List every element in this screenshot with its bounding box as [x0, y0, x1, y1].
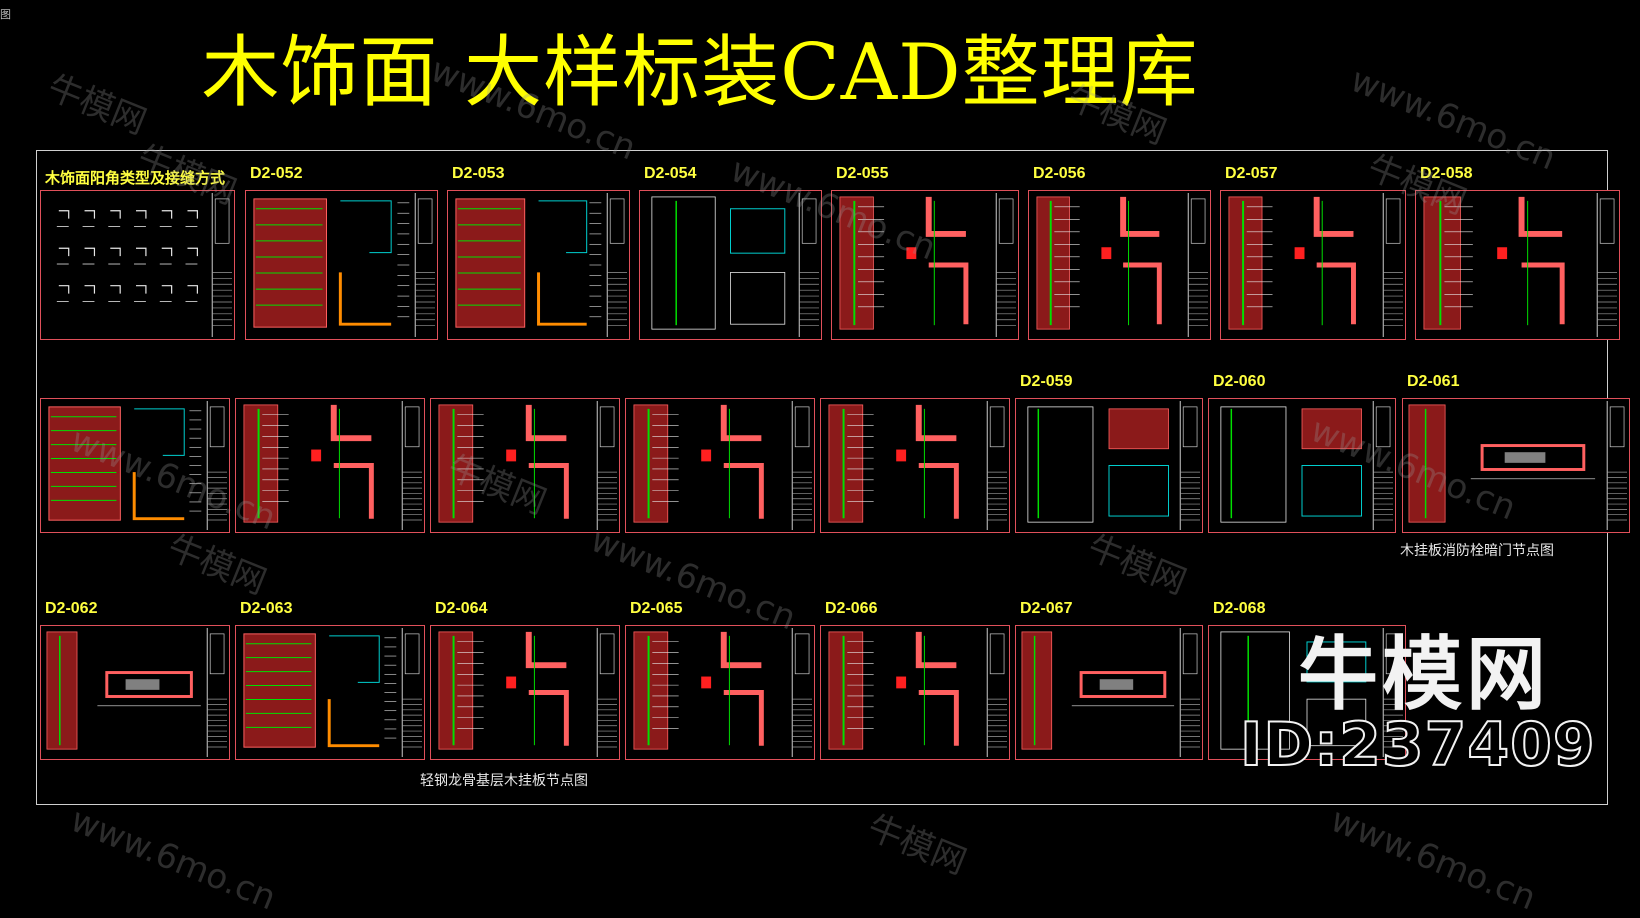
cad-sheet: D2-063 — [235, 600, 425, 760]
watermark-text: www.6mo.cn — [65, 800, 282, 918]
sheet-label: D2-063 — [240, 600, 293, 617]
sheet-row-2: D2-059 D2-060 D2-061 — [40, 373, 1630, 533]
cad-drawing — [651, 192, 820, 338]
cad-drawing — [1027, 400, 1201, 531]
sheet-row-1: 木饰面阳角类型及接缝方式 D2-052 D2-053 D2-054 D2-055 D2-0… — [40, 165, 1630, 340]
cad-drawing — [1423, 192, 1618, 338]
cad-sheet — [40, 398, 230, 533]
cad-drawing — [243, 400, 423, 531]
cad-drawing — [1220, 627, 1404, 758]
caption-light-steel: 轻钢龙骨基层木挂板节点图 — [420, 773, 588, 789]
sheet-label: D2-057 — [1225, 165, 1278, 182]
sheet-label: D2-054 — [644, 165, 697, 182]
watermark-text: 牛模网 — [862, 807, 972, 883]
cad-sheet — [235, 398, 425, 533]
cad-drawing — [48, 400, 228, 531]
cad-sheet: D2-052 — [245, 165, 438, 340]
cad-drawing — [1036, 192, 1209, 338]
cad-sheet: D2-062 — [40, 600, 230, 760]
cad-sheet: D2-061 — [1402, 373, 1630, 533]
cad-sheet: D2-058 — [1415, 165, 1620, 340]
cad-drawing — [46, 627, 228, 758]
cad-drawing — [1228, 192, 1404, 338]
sheet-label: D2-068 — [1213, 600, 1266, 617]
sheet-label: D2-056 — [1033, 165, 1086, 182]
watermark-text: www.6mo.cn — [1325, 800, 1542, 918]
cad-sheet: D2-054 — [639, 165, 822, 340]
sheet-label: D2-060 — [1213, 373, 1266, 390]
sheet-label: D2-058 — [1420, 165, 1473, 182]
sheet-label: D2-055 — [836, 165, 889, 182]
cad-sheet — [430, 398, 620, 533]
cad-drawing — [438, 627, 618, 758]
sheet-label: D2-053 — [452, 165, 505, 182]
sheet-label: D2-066 — [825, 600, 878, 617]
cad-drawing — [1220, 400, 1394, 531]
sheet-label: D2-059 — [1020, 373, 1073, 390]
cad-sheet: D2-065 — [625, 600, 815, 760]
sheet-label: D2-052 — [250, 165, 303, 182]
brand-logo-text: 牛模网 — [1298, 628, 1550, 721]
cad-drawing — [253, 192, 436, 338]
cad-drawing — [1408, 400, 1628, 531]
cad-sheet — [820, 398, 1010, 533]
sheet-label: 木饰面阳角类型及接缝方式 — [45, 170, 226, 187]
sheet-label: D2-061 — [1407, 373, 1460, 390]
cad-sheet: D2-067 — [1015, 600, 1203, 760]
cad-sheet: D2-055 — [831, 165, 1019, 340]
page-title: 木饰面 大样标装CAD整理库 — [201, 28, 1199, 118]
cad-sheet: D2-060 — [1208, 373, 1396, 533]
cad-sheet: D2-056 — [1028, 165, 1211, 340]
cad-sheet — [625, 398, 815, 533]
sheet-label: D2-062 — [45, 600, 98, 617]
cad-drawing — [243, 627, 423, 758]
cad-drawing — [633, 400, 813, 531]
sheet-label: D2-065 — [630, 600, 683, 617]
cad-sheet: D2-053 — [447, 165, 630, 340]
cad-drawing — [839, 192, 1017, 338]
cad-drawing — [1021, 627, 1201, 758]
cad-drawing — [438, 400, 618, 531]
cad-drawing — [633, 627, 813, 758]
caption-fire-door: 木挂板消防栓暗门节点图 — [1400, 543, 1554, 559]
cad-sheet: D2-068 — [1208, 600, 1406, 760]
sheet-label: D2-064 — [435, 600, 488, 617]
sheet-label: D2-067 — [1020, 600, 1073, 617]
cad-sheet: D2-059 — [1015, 373, 1203, 533]
cad-sheet: D2-064 — [430, 600, 620, 760]
cad-drawing — [828, 627, 1008, 758]
sheet-row-3: D2-062 D2-063 D2-064 D2-065 D2-066 D2-067 D2-0… — [40, 600, 1630, 760]
cad-drawing — [455, 192, 628, 338]
cad-sheet: D2-057 — [1220, 165, 1406, 340]
cad-drawing — [828, 400, 1008, 531]
corner-mark: 图 — [0, 8, 11, 21]
cad-drawing — [56, 192, 233, 338]
cad-sheet: D2-066 — [820, 600, 1010, 760]
cad-sheet: 木饰面阳角类型及接缝方式 — [40, 170, 235, 340]
brand-id: ID:237409 — [1239, 709, 1596, 781]
